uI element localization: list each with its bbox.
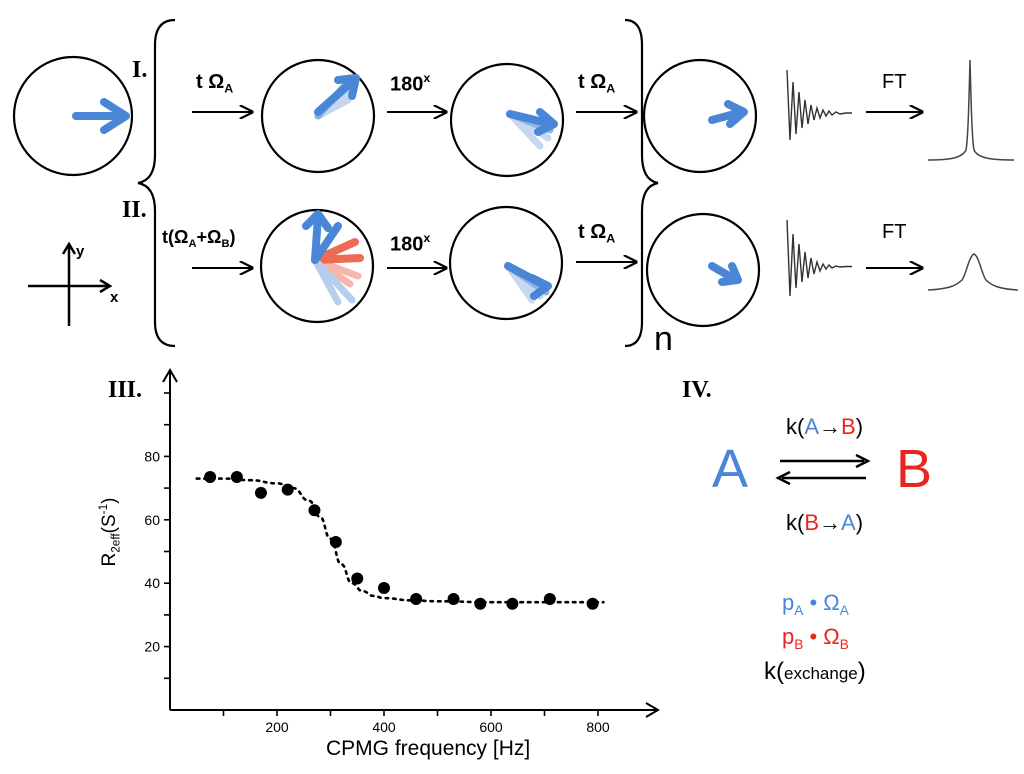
data-point	[281, 483, 294, 496]
label-ft-1: FT	[882, 71, 907, 93]
right-brace	[624, 18, 659, 348]
forward-rate-label: k(A→B)	[786, 414, 864, 439]
param-exchange-rate: k(exchange)	[764, 658, 866, 685]
label-t-omega-a-1: t ΩA	[196, 71, 234, 96]
plot-y-axis-title: R2eff(S-1)	[96, 497, 123, 567]
panel-label-ii: II.	[122, 197, 147, 223]
fid-row2	[786, 219, 852, 297]
axis-icon-y-label: y	[76, 243, 85, 260]
state-a-label: A	[712, 439, 749, 499]
panel-label-iii: III.	[108, 377, 143, 403]
label-pulse-180x-2: 180x	[390, 231, 431, 256]
fid-row1	[786, 69, 852, 141]
y-tick-label: 40	[144, 575, 160, 591]
x-tick-label: 200	[265, 719, 289, 735]
data-point	[351, 572, 364, 585]
label-t-omega-a-3: t ΩA	[578, 221, 616, 246]
x-tick-label: 600	[479, 719, 503, 735]
reverse-rate-label: k(B→A)	[786, 510, 864, 535]
label-t-omega-sum: t(ΩA+ΩB)	[162, 227, 236, 250]
y-tick-label: 20	[144, 639, 160, 655]
fit-curve	[195, 477, 605, 604]
row2-evolution-circle	[259, 208, 375, 324]
data-point	[447, 593, 460, 606]
plot-x-axis-title: CPMG frequency [Hz]	[326, 737, 531, 760]
spectrum-narrow	[927, 59, 1015, 161]
data-point	[586, 597, 599, 610]
exchange-arrows	[775, 453, 871, 486]
data-points	[204, 471, 599, 610]
row1-echo-circle	[642, 58, 758, 174]
row1-evolution-circle	[260, 58, 376, 174]
left-brace	[137, 18, 176, 348]
data-point	[308, 504, 321, 517]
data-point	[329, 535, 342, 548]
y-minor-ticks	[164, 392, 170, 680]
row2-refocus-circle	[448, 205, 564, 321]
x-minor-ticks	[222, 710, 599, 716]
data-point	[204, 471, 217, 484]
data-point	[410, 593, 423, 606]
panel-label-iv: IV.	[682, 377, 712, 403]
panel-label-i: I.	[132, 57, 148, 83]
data-point	[254, 486, 267, 499]
label-t-omega-a-2: t ΩA	[578, 71, 616, 96]
y-tick-label: 60	[144, 512, 160, 528]
x-tick-label: 400	[372, 719, 396, 735]
param-population-b: pB • ΩB	[782, 624, 849, 652]
row2-echo-circle	[645, 212, 761, 328]
param-population-a: pA • ΩA	[782, 590, 849, 618]
label-ft-2: FT	[882, 221, 907, 243]
row1-refocus-circle	[449, 62, 565, 178]
y-tick-label: 80	[144, 448, 160, 464]
data-point	[230, 471, 243, 484]
x-tick-label: 800	[586, 719, 610, 735]
cpmg-dispersion-plot: 20 40 60 80 200 400 600 800	[144, 368, 660, 735]
xy-axes-icon	[28, 241, 113, 326]
repeat-count-n: n	[654, 320, 673, 358]
state-b-label: B	[896, 439, 933, 499]
data-point	[378, 581, 390, 594]
spectrum-broad	[927, 253, 1019, 291]
axis-icon-x-label: x	[110, 289, 119, 306]
y-tick-labels: 20 40 60 80	[144, 448, 160, 654]
data-point	[543, 593, 556, 606]
data-point	[474, 597, 487, 610]
data-point	[506, 597, 519, 610]
x-tick-labels: 200 400 600 800	[265, 719, 610, 735]
initial-magnetization	[12, 55, 134, 177]
label-pulse-180x-1: 180x	[390, 71, 431, 96]
